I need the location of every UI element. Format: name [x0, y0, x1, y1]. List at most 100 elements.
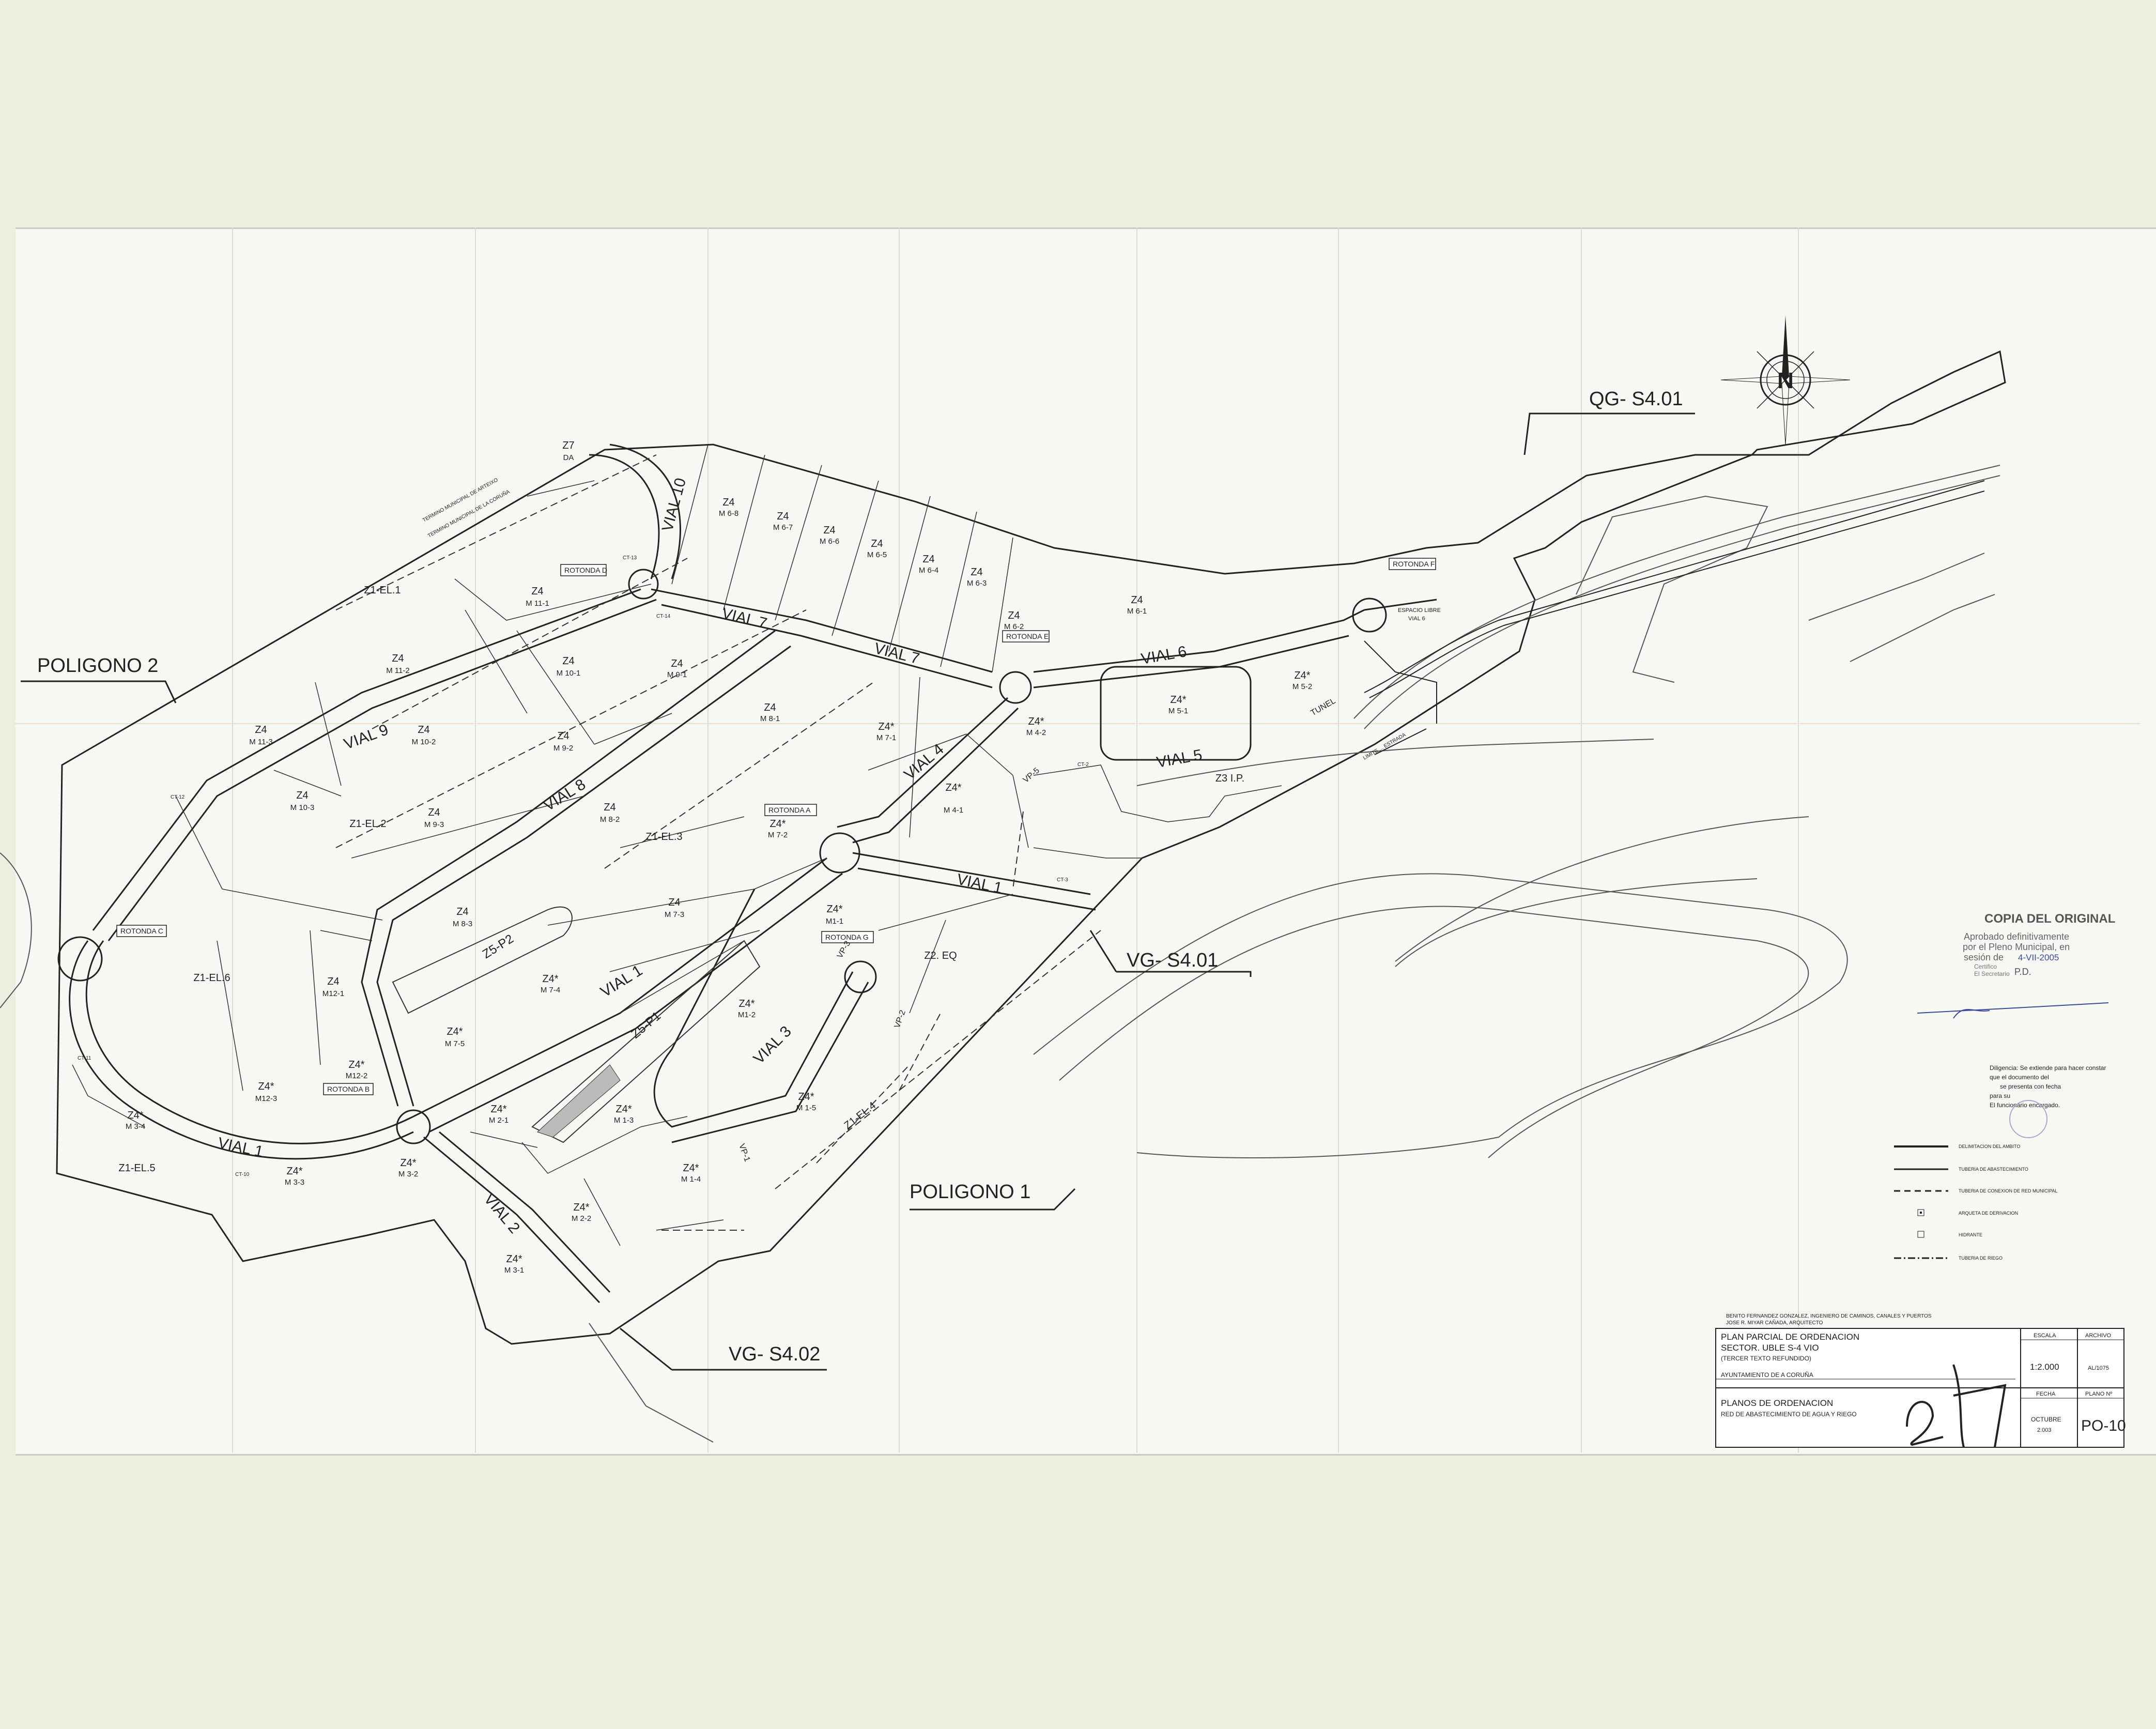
- rotonda-label: ROTONDA G: [825, 933, 869, 941]
- escala-header: ESCALA: [2034, 1333, 2056, 1339]
- legend: DELIMITACION DEL AMBITO TUBERIA DE ABAST…: [1894, 1144, 2057, 1261]
- stamp-line: Aprobado definitivamente: [1964, 931, 2069, 942]
- legend-label: ARQUETA DE DERIVACION: [1959, 1211, 2018, 1216]
- zone-block: M 3-2: [398, 1170, 418, 1179]
- vial-label: VIAL 4: [901, 741, 947, 783]
- ayuntamiento: AYUNTAMIENTO DE A CORUÑA: [1721, 1371, 1813, 1379]
- espacio-libre-vial: VIAL 6: [1408, 616, 1425, 622]
- zone-code: Z4: [1131, 594, 1143, 606]
- fecha-header: FECHA: [2036, 1391, 2056, 1397]
- zone-code: Z4*: [683, 1162, 699, 1174]
- zone-block: M 6-3: [967, 579, 987, 588]
- zone-code: Z4*: [738, 998, 754, 1009]
- zone-code: Z1-EL.3: [645, 831, 682, 843]
- vial-label: VIAL 10: [659, 476, 689, 533]
- diligence-line: El funcionario encargado.: [1990, 1101, 2060, 1109]
- zone-code: Z4: [1008, 610, 1020, 621]
- diligence-line: Diligencia: Se extiende para hacer const…: [1990, 1064, 2106, 1072]
- north-letter: N: [1777, 368, 1794, 393]
- stamp-date: 4-VII-2005: [2018, 953, 2059, 962]
- zone-code: Z4: [671, 658, 683, 669]
- zone-code: Z4*: [573, 1202, 589, 1213]
- legend-label: TUBERIA DE RIEGO: [1959, 1256, 2003, 1261]
- zone-code: Z4*: [127, 1110, 143, 1121]
- planos-subtitle: RED DE ABASTECIMIENTO DE AGUA Y RIEGO: [1721, 1411, 1857, 1418]
- internal-roads: [69, 443, 1437, 1304]
- zone-block: M 10-3: [290, 803, 315, 812]
- zone-block: M 1-4: [681, 1175, 701, 1184]
- stamp-title: COPIA DEL ORIGINAL: [1984, 912, 2115, 926]
- zone-labels: Z7 DA Z1-EL.1 Z4 M 11-1 Z4 M 6-8 Z4 M 6-…: [118, 440, 1312, 1275]
- vial-label: VIAL 7: [872, 640, 921, 668]
- zone-block: M 6-5: [867, 550, 887, 559]
- el4-label: Z1-EL.4: [842, 1100, 879, 1131]
- zone-block: M 6-2: [1004, 622, 1024, 631]
- legend-label: DELIMITACION DEL AMBITO: [1959, 1144, 2020, 1149]
- zone-code: Z4*: [348, 1059, 364, 1070]
- tunnel-label: TUNEL: [1310, 696, 1337, 717]
- external-roads: [0, 465, 2000, 1443]
- stamp-line: sesión de: [1964, 952, 2004, 962]
- zone-code: Z4*: [506, 1253, 522, 1265]
- zone-block: M 6-6: [820, 537, 839, 546]
- zone-code: Z4*: [945, 782, 961, 793]
- zone-block: M 7-5: [445, 1039, 465, 1048]
- ct-label: CT-3: [1057, 877, 1068, 883]
- zone-code: Z4*: [826, 904, 842, 915]
- zone-code: Z1-EL.2: [349, 818, 386, 830]
- zone-block: M 8-1: [760, 714, 780, 723]
- diligence-line: para su: [1990, 1092, 2010, 1099]
- zone-block: M12-3: [255, 1094, 278, 1103]
- zone-block: M 10-2: [412, 738, 436, 746]
- stamp-line: por el Pleno Municipal, en: [1963, 942, 2070, 952]
- zone-block: M 6-4: [919, 566, 938, 575]
- zone-block: M 7-3: [665, 910, 684, 919]
- vial-label: VIAL 1: [956, 871, 1004, 897]
- zone-code: Z4*: [286, 1166, 302, 1177]
- rotonda-label: ROTONDA E: [1006, 632, 1049, 640]
- zone-code: Z4*: [1294, 670, 1310, 681]
- zone-block: M12-1: [322, 989, 345, 998]
- zone-block: M 2-1: [489, 1116, 509, 1125]
- zone-code: Z4: [418, 724, 429, 736]
- vp-label: VP-1: [737, 1143, 751, 1163]
- archivo-header: ARCHIVO: [2085, 1333, 2112, 1339]
- zone-block: M 4-1: [944, 806, 963, 815]
- zone-block: M 3-4: [126, 1122, 145, 1131]
- ct-label: CT-12: [171, 794, 185, 800]
- rotonda-label: ROTONDA D: [564, 566, 607, 574]
- zone-code: Z4*: [1028, 716, 1044, 727]
- plan-subtitle: (TERCER TEXTO REFUNDIDO): [1721, 1355, 1811, 1362]
- rotonda-tags: ROTONDA D ROTONDA E ROTONDA F ROTONDA A …: [116, 558, 1436, 1095]
- zone-block: M 10-1: [557, 669, 581, 678]
- signature-stroke: [1917, 1002, 2109, 1014]
- zone-code: Z4: [971, 567, 982, 578]
- zone-code: Z4*: [542, 973, 558, 985]
- fecha-year: 2.003: [2037, 1427, 2052, 1433]
- zone-code: Z4*: [446, 1026, 463, 1037]
- zone-code: Z4: [456, 906, 468, 917]
- zone-block: M 9-2: [553, 744, 573, 753]
- zone-block: M 1-5: [796, 1104, 816, 1112]
- zone-code: Z4*: [769, 818, 786, 830]
- zone-block: M 6-1: [1127, 607, 1147, 616]
- zone-code: Z4: [255, 724, 267, 736]
- zone-code: Z4*: [400, 1157, 416, 1169]
- ct-label: CT-10: [235, 1172, 250, 1177]
- zone-code: Z4: [428, 807, 440, 818]
- zone-block: M 8-3: [453, 920, 472, 928]
- fecha-month: OCTUBRE: [2031, 1416, 2061, 1423]
- legend-label: HIDRANTE: [1959, 1232, 1982, 1237]
- planos-title: PLANOS DE ORDENACION: [1721, 1398, 1833, 1408]
- parcel-lines: [72, 444, 1282, 1246]
- zone-code: Z4: [327, 976, 339, 987]
- tunnel-road: [1364, 480, 1985, 755]
- zone-block: M 11-1: [526, 599, 549, 608]
- escala-value: 1:2.000: [2030, 1362, 2059, 1372]
- stamp-line: El Secretario: [1974, 970, 2010, 977]
- legend-label: TUBERIA DE CONEXION DE RED MUNICIPAL: [1959, 1188, 2057, 1194]
- zone-code: Z1-EL.5: [118, 1162, 155, 1174]
- park-label: Z5-P1: [629, 1009, 664, 1042]
- zone-code: Z2. EQ: [924, 950, 957, 961]
- zone-code: Z4*: [615, 1104, 632, 1115]
